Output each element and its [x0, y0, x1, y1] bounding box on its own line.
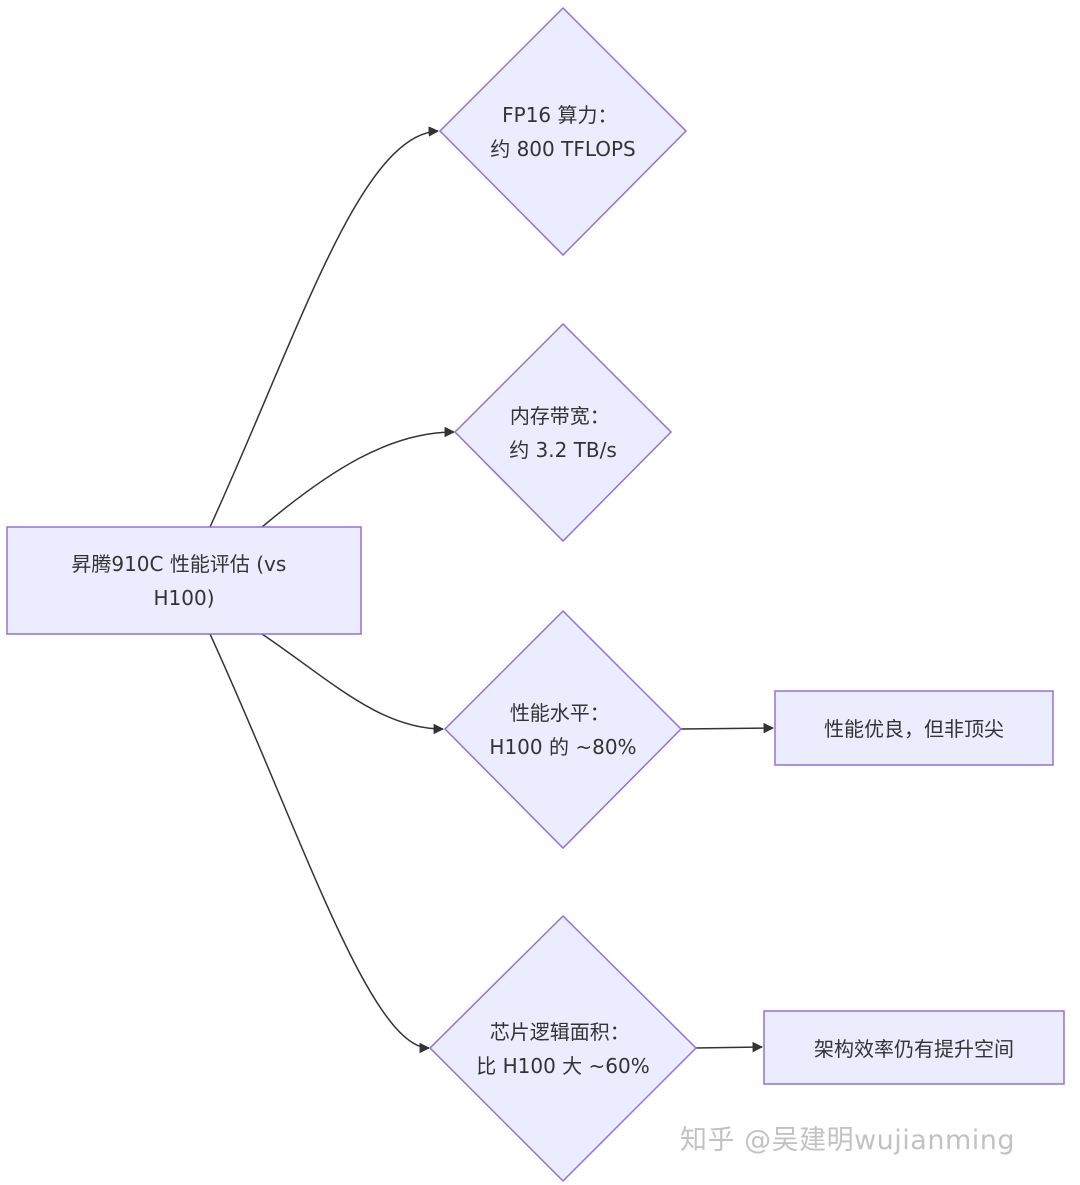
svg-text:性能水平： H100 的 ~80%: 性能水平： H100 的 ~80%: [489, 701, 636, 759]
metric-node-bandwidth: 内存带宽： 约 3.2 TB/s: [453, 322, 673, 543]
svg-text:性能优良，但非顶尖: 性能优良，但非顶尖: [824, 717, 1004, 741]
metric-fp16-value: 约 800 TFLOPS: [490, 137, 636, 161]
svg-text:内存带宽： 约 3.2 TB/s: 内存带宽： 约 3.2 TB/s: [509, 404, 617, 462]
edge-root-to-performance: [261, 633, 445, 735]
svg-text:昇腾910C 性能评估 (vs H100): 昇腾910C 性能评估 (vs H100): [71, 552, 292, 610]
conclusion-node-architecture: 架构效率仍有提升空间: [763, 1010, 1065, 1085]
metric-performance-label: 性能水平：: [510, 701, 610, 725]
metric-node-fp16: FP16 算力： 约 800 TFLOPS: [438, 6, 688, 257]
watermark-text: 知乎 @吴建明wujianming: [680, 1125, 1015, 1156]
svg-text:架构效率仍有提升空间: 架构效率仍有提升空间: [814, 1037, 1014, 1061]
svg-text:芯片逻辑面积： 比 H100 大 ~60%: 芯片逻辑面积： 比 H100 大 ~60%: [476, 1020, 650, 1078]
conclusion-architecture-text: 架构效率仍有提升空间: [814, 1037, 1014, 1061]
edge-root-to-fp16: [209, 126, 440, 528]
edge-performance-to-conclusion: [680, 722, 775, 734]
metric-area-label: 芯片逻辑面积：: [490, 1020, 630, 1044]
metric-performance-value: H100 的 ~80%: [489, 735, 636, 759]
metric-node-area: 芯片逻辑面积： 比 H100 大 ~60%: [428, 914, 698, 1183]
metric-area-value: 比 H100 大 ~60%: [476, 1054, 650, 1078]
conclusion-node-performance: 性能优良，但非顶尖: [774, 690, 1054, 766]
metric-node-performance: 性能水平： H100 的 ~80%: [443, 609, 683, 850]
svg-text:FP16 算力： 约 800 TFLOPS: FP16 算力： 约 800 TFLOPS: [490, 103, 636, 161]
edge-area-to-conclusion: [694, 1041, 764, 1053]
root-node: 昇腾910C 性能评估 (vs H100): [6, 526, 362, 635]
metric-bandwidth-label: 内存带宽：: [510, 404, 610, 428]
metric-fp16-label: FP16 算力：: [502, 103, 617, 127]
metric-bandwidth-value: 约 3.2 TB/s: [509, 438, 617, 462]
conclusion-performance-text: 性能优良，但非顶尖: [824, 717, 1004, 741]
edge-root-to-bandwidth: [261, 426, 456, 528]
root-node-line2: H100): [153, 586, 214, 610]
root-node-line1: 昇腾910C 性能评估 (vs: [71, 552, 286, 576]
edge-root-to-area: [209, 633, 431, 1054]
